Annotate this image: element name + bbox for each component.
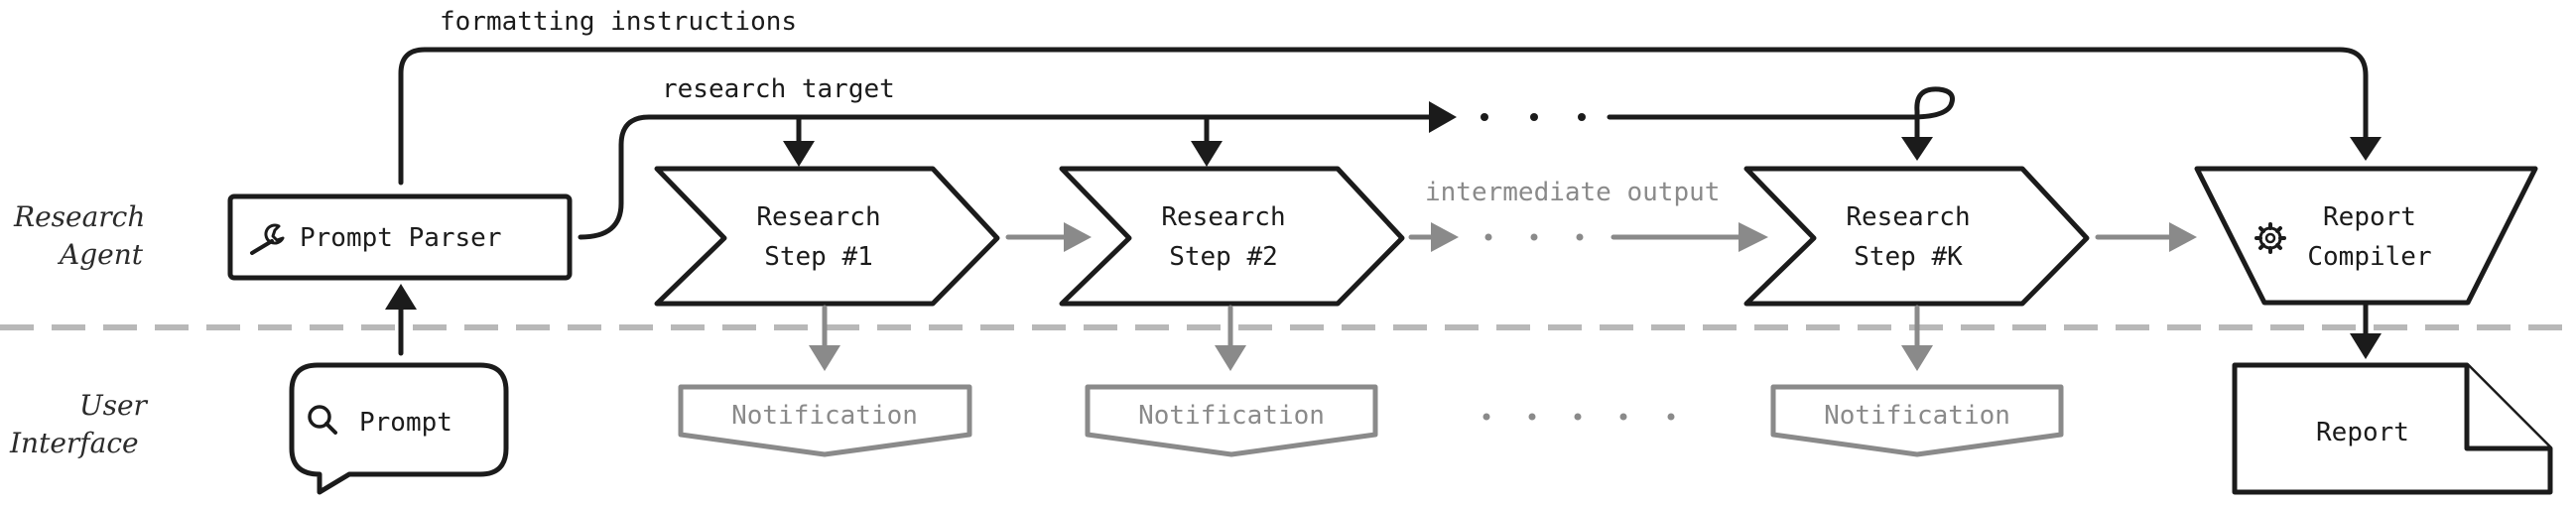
ellipsis-dot [1574,413,1582,421]
step-k-label-line1: Research [1846,202,1970,232]
report-node: Report [2232,362,2553,495]
ellipsis-to-stepk-arrowhead [1739,222,1768,252]
compiler-label-line2: Compiler [2307,242,2431,272]
research-step-2-node: Research Step #2 [1059,166,1405,307]
compiler-to-report-arrowhead [2350,333,2382,359]
stepk-to-compiler-arrowhead [2169,222,2197,252]
ellipsis-dot [1528,413,1536,421]
prompt-parser-label: Prompt Parser [300,223,502,253]
report-label: Report [2316,418,2409,447]
research-target-label: research target [662,74,895,104]
gear-icon [2254,222,2286,254]
notification-2-label: Notification [1138,401,1325,431]
research-target-connector [578,114,1432,240]
target-to-step1-arrowhead [783,141,815,167]
target-to-stepk-arrowhead [1901,137,1933,161]
prompt-parser-node: Prompt Parser [227,193,573,281]
formatting-instructions-connector [398,47,2369,186]
prompt-node: Prompt [289,362,509,495]
ellipsis-dot [1667,413,1675,421]
stepk-notification-arrowhead [1901,345,1933,371]
ellipsis-dot [1578,113,1586,121]
ellipsis-dot [1530,113,1538,121]
notification-k: Notification [1770,384,2064,457]
notification-1: Notification [678,384,972,457]
research-step-1-node: Research Step #1 [654,166,1000,307]
formatting-instructions-label: formatting instructions [440,7,797,37]
compiler-label-line1: Report [2323,202,2416,232]
formatting-arrowhead [2350,137,2382,161]
ellipsis-dot [1484,233,1492,241]
notification-k-label: Notification [1824,401,2010,431]
lane-label-ui-line1: User [79,389,149,422]
step-k-label-line2: Step #K [1854,242,1963,272]
target-to-step2-arrowhead [1191,141,1223,167]
step2-to-ellipsis-arrowhead [1431,222,1459,252]
research-step-k-node: Research Step #K [1743,166,2090,307]
step1-to-step2-arrowhead [1064,222,1092,252]
step-2-label-line2: Step #2 [1169,242,1278,272]
ellipsis-dot [1530,233,1538,241]
ellipsis-dot [1481,113,1488,121]
lane-label-agent-line1: Research [13,200,145,233]
ellipsis-dot [1619,413,1627,421]
step-2-label-line1: Research [1161,202,1285,232]
notification-2: Notification [1085,384,1378,457]
step-1-label-line2: Step #1 [764,242,873,272]
step2-notification-arrowhead [1215,345,1246,371]
prompt-label: Prompt [359,408,452,438]
step1-notification-arrowhead [809,345,840,371]
prompt-to-parser-arrowhead [385,284,417,310]
step-1-label-line1: Research [756,202,880,232]
report-compiler-node: Report Compiler [2194,166,2538,306]
target-to-stepk-loop [1607,86,1955,142]
lane-label-ui-line2: Interface [9,427,139,459]
ellipsis-dot [1482,413,1490,421]
lane-label-agent-line2: Agent [57,238,144,271]
intermediate-output-label: intermediate output [1425,178,1720,207]
wrench-icon [250,223,285,255]
notification-1-label: Notification [731,401,918,431]
search-icon [308,405,337,435]
research-target-arrowhead [1429,101,1457,133]
ellipsis-dot [1576,233,1584,241]
